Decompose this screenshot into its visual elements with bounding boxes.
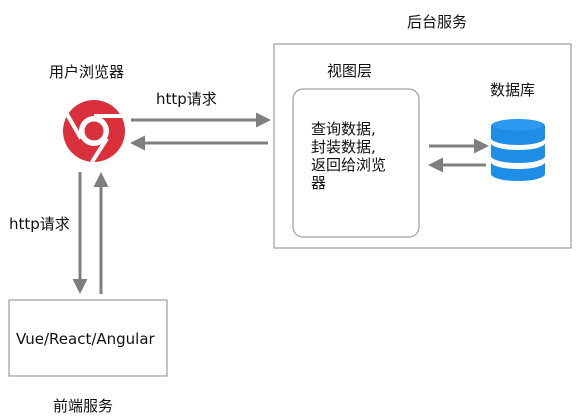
http-request-label-left: http请求 [9,215,70,233]
view-layer-title: 视图层 [327,62,373,80]
database-title: 数据库 [490,81,536,99]
browser-title: 用户浏览器 [49,63,125,81]
view-layer-line-4: 器 [311,174,327,192]
view-layer-description: 查询数据, 封装数据, 返回给浏览 器 [311,120,386,192]
view-layer-box [292,88,420,238]
view-layer-line-2: 封装数据, [311,138,376,156]
frontend-service-title: 前端服务 [53,397,114,415]
frontend-service-box-label: Vue/React/Angular [16,330,155,348]
chrome-browser-icon [63,100,125,164]
http-request-label-top: http请求 [156,90,217,108]
view-layer-line-3: 返回给浏览 [311,156,387,174]
view-layer-line-1: 查询数据, [311,120,376,138]
frontend-service-box [8,299,168,377]
backend-service-title: 后台服务 [407,13,468,31]
backend-service-box [273,43,572,249]
database-icon [491,119,545,181]
